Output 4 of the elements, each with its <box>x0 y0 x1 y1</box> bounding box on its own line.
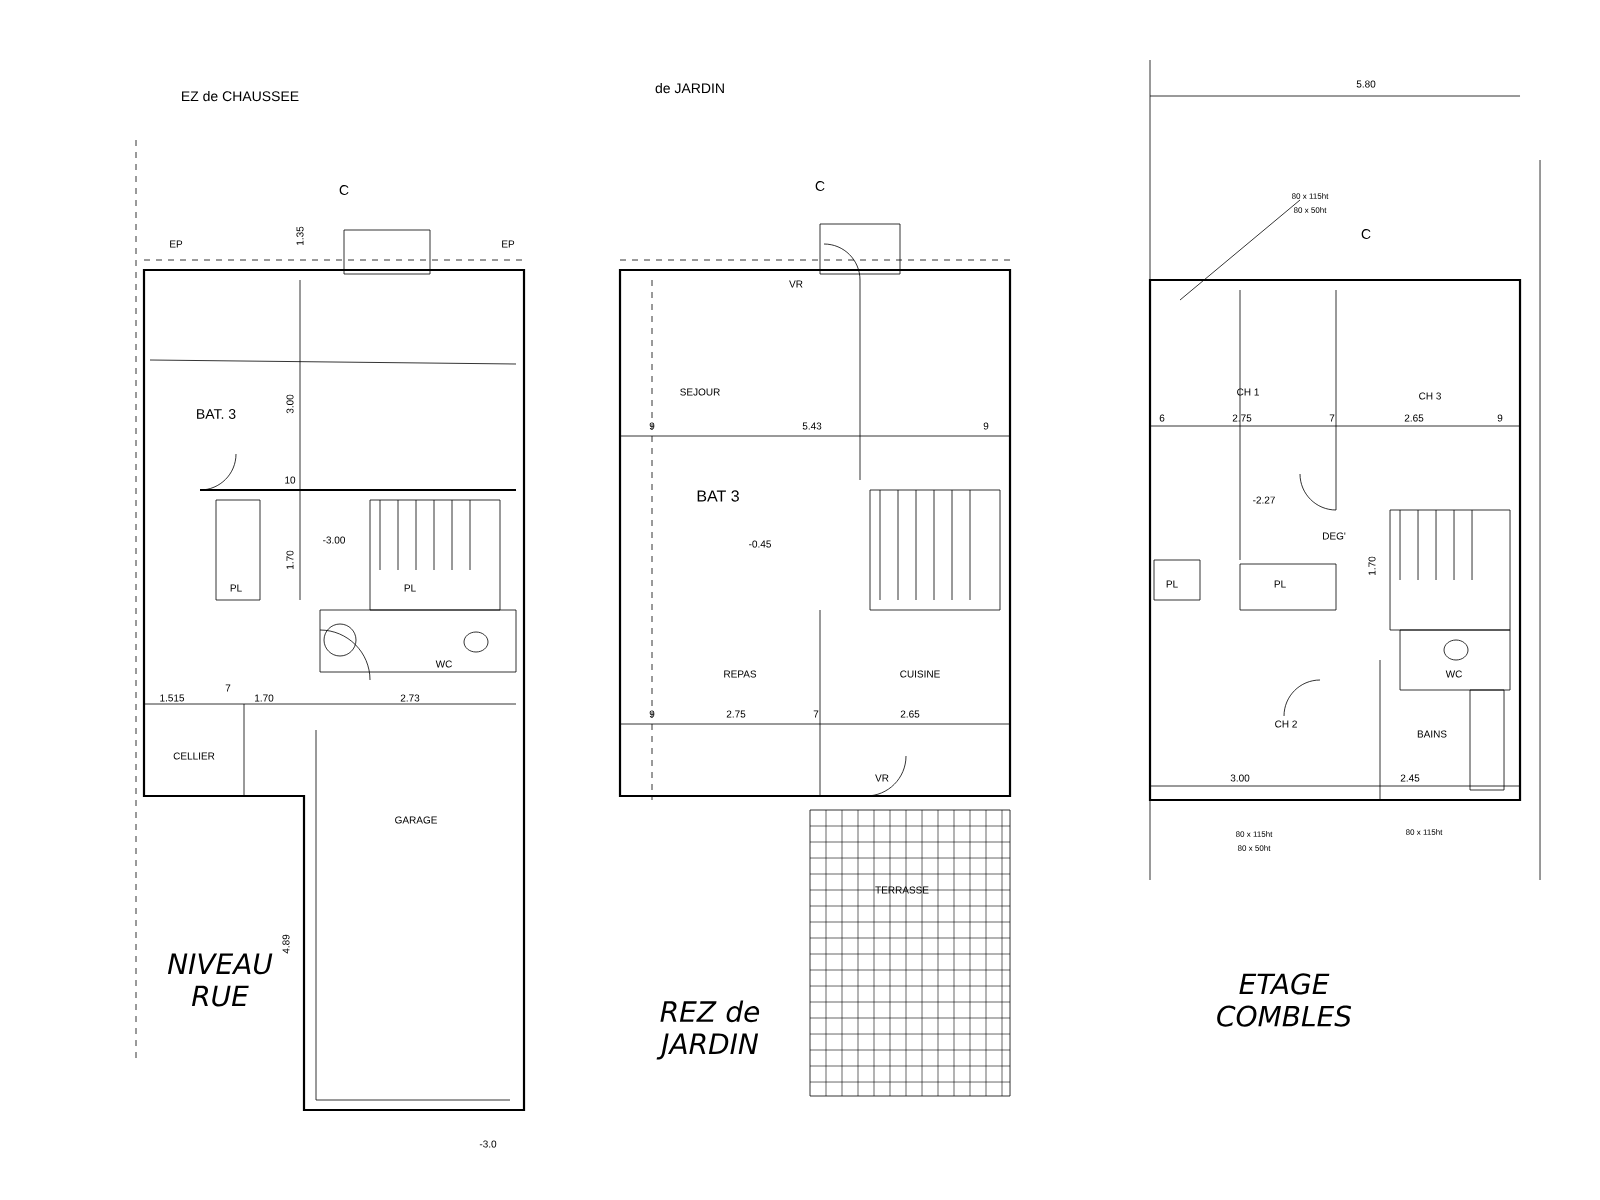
floor-title: ETAGE COMBLES <box>1217 973 1352 1027</box>
building-label: BAT 3 <box>697 490 739 502</box>
floor-title: NIVEAU RUE <box>167 953 273 1007</box>
floor-title: REZ de JARDIN <box>656 1000 760 1060</box>
